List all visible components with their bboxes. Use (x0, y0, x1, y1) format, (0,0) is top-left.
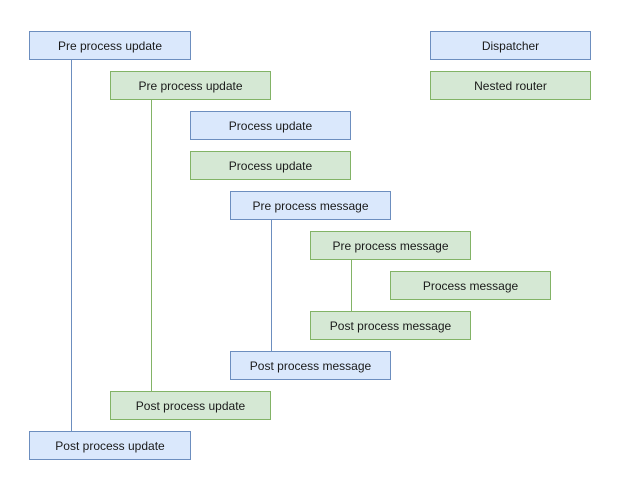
node-box[interactable]: Pre process update (29, 31, 191, 60)
legend-item-dispatcher: Dispatcher (430, 31, 591, 60)
node-box[interactable]: Post process message (310, 311, 471, 340)
node-box[interactable]: Pre process message (310, 231, 471, 260)
node-box[interactable]: Process update (190, 151, 351, 180)
legend-item-router: Nested router (430, 71, 591, 100)
node-box[interactable]: Post process update (110, 391, 271, 420)
node-box[interactable]: Pre process message (230, 191, 391, 220)
connector-line (151, 100, 152, 391)
node-box[interactable]: Process update (190, 111, 351, 140)
node-box[interactable]: Pre process update (110, 71, 271, 100)
node-box[interactable]: Post process message (230, 351, 391, 380)
connector-line (71, 60, 72, 431)
node-box[interactable]: Process message (390, 271, 551, 300)
node-box[interactable]: Post process update (29, 431, 191, 460)
connector-line (351, 260, 352, 311)
connector-line (271, 220, 272, 351)
